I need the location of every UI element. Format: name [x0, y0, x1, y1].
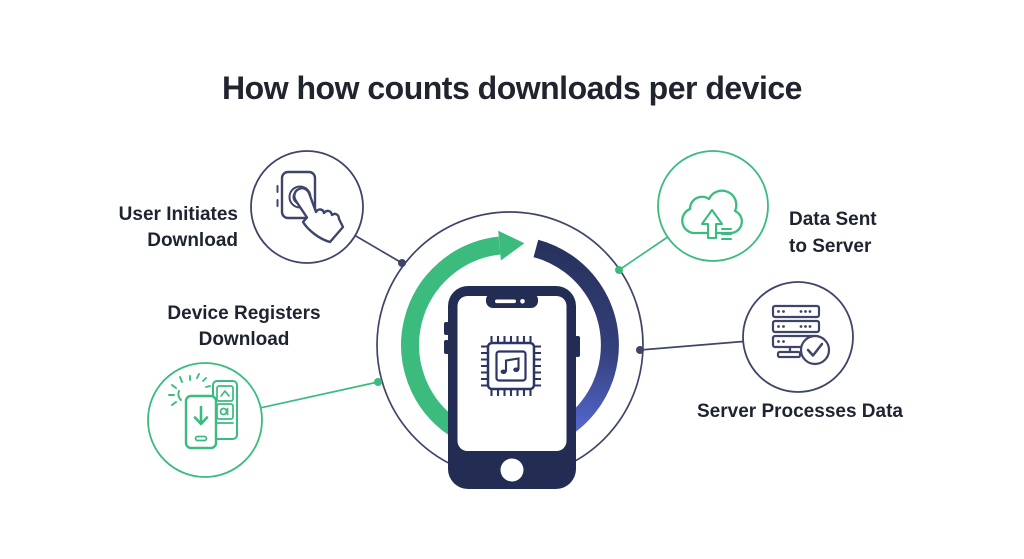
device-registers-circle — [147, 362, 263, 478]
user-initiates-circle — [250, 150, 364, 264]
smartphone-icon — [444, 286, 580, 489]
green-arrow-arc — [401, 236, 501, 436]
green-arrowhead — [498, 230, 525, 261]
data-sent-circle — [657, 150, 769, 262]
tap-icon — [276, 170, 345, 244]
chip-music-icon — [481, 336, 541, 396]
chip-pins — [481, 336, 541, 396]
music-note — [500, 357, 520, 375]
page-title: How how counts downloads per device — [222, 70, 802, 106]
connector-line-cloud — [615, 236, 669, 274]
server-processes-circle — [742, 281, 854, 393]
cloud-upload-icon — [681, 189, 743, 241]
label-server-processes: Server Processes Data — [697, 401, 903, 422]
label-data-sent: Data Sent to Server — [789, 209, 877, 257]
label-user-initiates: User Initiates Download — [118, 204, 238, 251]
connector-line-server — [636, 340, 744, 354]
sparkle-burst — [168, 373, 211, 406]
server-check-icon — [771, 304, 831, 366]
device-download-icon — [168, 373, 238, 450]
connector-line-user — [354, 234, 406, 267]
server-leds — [777, 310, 812, 343]
connector-line-device — [260, 378, 382, 409]
label-device-registers: Device Registers Download — [167, 303, 321, 350]
